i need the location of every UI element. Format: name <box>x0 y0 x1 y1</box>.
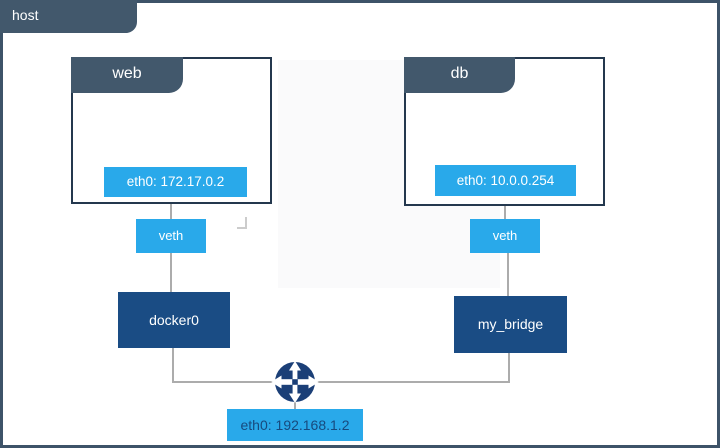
container-web: web eth0: 172.17.0.2 <box>71 57 272 204</box>
db-veth-node: veth <box>470 219 540 253</box>
host-tab: host <box>0 0 137 33</box>
line-horizontal-to-router <box>172 381 510 383</box>
db-interface-label: eth0: 10.0.0.254 <box>435 165 576 196</box>
stray-mark <box>237 227 247 229</box>
router-icon <box>269 356 321 408</box>
line-web-to-veth <box>170 204 172 219</box>
line-veth-to-mybridge <box>507 253 509 296</box>
line-db-to-veth <box>504 206 506 219</box>
line-veth-to-docker0 <box>170 253 172 292</box>
container-web-title: web <box>112 65 142 82</box>
my-bridge-node: my_bridge <box>454 296 567 353</box>
host-interface-label: eth0: 192.168.1.2 <box>227 409 363 441</box>
container-db-title: db <box>450 65 469 82</box>
line-mybridge-down <box>508 353 510 383</box>
stray-mark <box>245 217 247 229</box>
docker0-bridge-node: docker0 <box>118 292 230 348</box>
host-title: host <box>12 7 39 23</box>
web-veth-node: veth <box>136 219 206 253</box>
container-db-tab: db <box>404 57 515 93</box>
line-docker0-down <box>172 348 174 383</box>
container-web-tab: web <box>71 57 183 93</box>
container-db: db eth0: 10.0.0.254 <box>404 57 605 206</box>
web-interface-label: eth0: 172.17.0.2 <box>104 167 247 197</box>
line-router-to-eth0 <box>294 400 296 409</box>
